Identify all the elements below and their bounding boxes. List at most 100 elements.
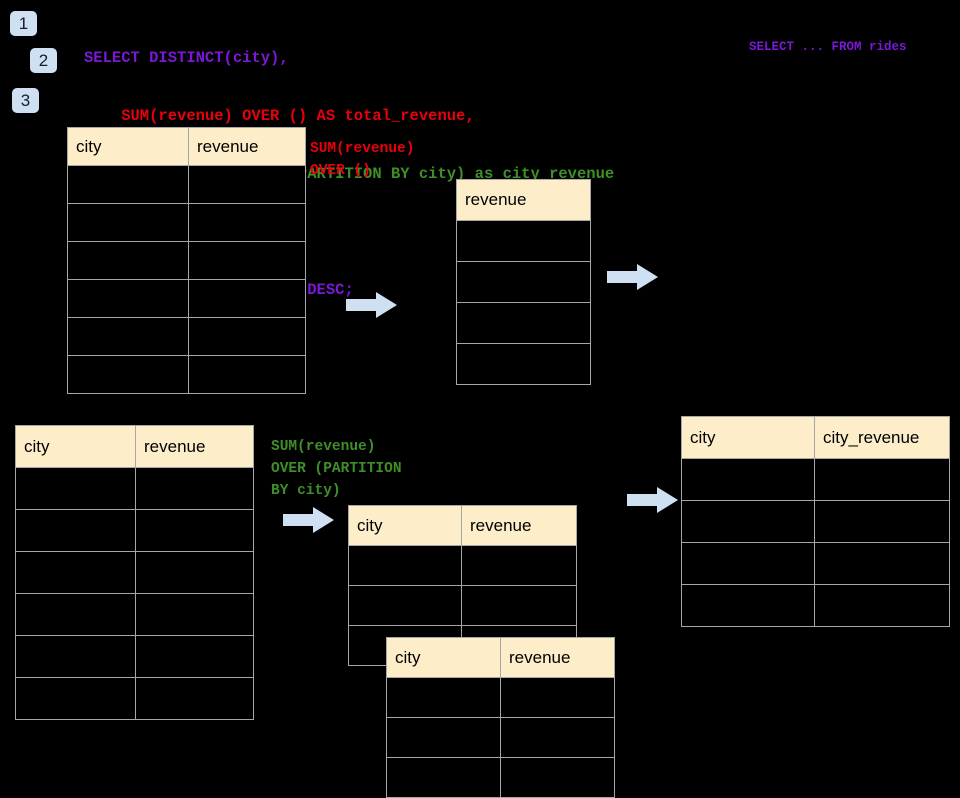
cell-revenue — [456, 220, 591, 262]
table-row — [386, 677, 615, 718]
cell-city — [348, 545, 462, 586]
partition-group-table-2: city revenue — [386, 637, 615, 798]
cell-revenue — [456, 261, 591, 303]
table-header-row: city city_revenue — [681, 416, 950, 459]
cell-city — [15, 509, 136, 552]
table-row — [348, 545, 577, 586]
cell-revenue — [188, 165, 306, 204]
table-row — [67, 355, 306, 394]
table-row — [681, 584, 950, 627]
cell-city — [386, 757, 501, 798]
sql-line-total-revenue: SUM(revenue) OVER () AS total_revenue, — [84, 107, 475, 125]
arrow-right-icon — [607, 264, 658, 290]
table-row — [15, 467, 254, 510]
cell-city — [15, 593, 136, 636]
cell-city — [15, 467, 136, 510]
cell-city — [67, 355, 189, 394]
cell-revenue — [188, 355, 306, 394]
column-header-city: city — [681, 416, 815, 459]
table-row — [456, 302, 591, 344]
arrow-right-icon — [283, 507, 334, 533]
column-header-city: city — [348, 505, 462, 546]
cell-city-revenue — [814, 542, 950, 585]
table-row — [15, 509, 254, 552]
cell-city — [348, 585, 462, 626]
table-header-row: city revenue — [67, 127, 306, 166]
table-row — [15, 593, 254, 636]
step-badge-2: 2 — [30, 48, 57, 73]
step-badge-3: 3 — [12, 88, 39, 113]
table-row — [456, 220, 591, 262]
cell-city — [386, 717, 501, 758]
table-row — [15, 677, 254, 720]
sql-line-select: SELECT DISTINCT(city), — [84, 49, 289, 67]
cell-revenue — [135, 509, 254, 552]
table-row — [67, 317, 306, 356]
column-header-revenue: revenue — [456, 179, 591, 221]
table-row — [456, 261, 591, 303]
table-row — [386, 757, 615, 798]
cell-city — [15, 677, 136, 720]
table-row — [15, 551, 254, 594]
table-row — [681, 542, 950, 585]
cell-city — [681, 584, 815, 627]
cell-city — [67, 317, 189, 356]
cell-revenue — [188, 317, 306, 356]
table-row — [67, 165, 306, 204]
cell-city-revenue — [814, 458, 950, 501]
column-header-revenue: revenue — [135, 425, 254, 468]
cell-city — [681, 458, 815, 501]
source-rides-table-2: city revenue — [15, 425, 254, 720]
total-revenue-table: revenue — [456, 179, 591, 385]
result-city-revenue-table: city city_revenue — [681, 416, 950, 627]
cell-revenue — [135, 635, 254, 678]
table-row — [348, 585, 577, 626]
table-header-row: city revenue — [386, 637, 615, 678]
cell-revenue — [135, 677, 254, 720]
cell-revenue — [188, 279, 306, 318]
cell-city — [681, 542, 815, 585]
table-row — [15, 635, 254, 678]
cell-city — [67, 203, 189, 242]
annotation-sum-over-partition: SUM(revenue) OVER (PARTITION BY city) — [271, 439, 402, 499]
cell-revenue — [135, 467, 254, 510]
table-row — [67, 241, 306, 280]
table-header-row: city revenue — [348, 505, 577, 546]
arrow-right-icon — [346, 292, 397, 318]
column-header-revenue: revenue — [188, 127, 306, 166]
cell-revenue — [135, 593, 254, 636]
cell-revenue — [461, 585, 577, 626]
cell-revenue — [188, 241, 306, 280]
cell-city-revenue — [814, 584, 950, 627]
cell-city — [67, 241, 189, 280]
table-row — [67, 279, 306, 318]
cell-revenue — [500, 677, 615, 718]
cell-city — [386, 677, 501, 718]
column-header-city: city — [386, 637, 501, 678]
arrow-right-icon — [627, 487, 678, 513]
table-header-row: revenue — [456, 179, 591, 221]
cell-revenue — [456, 302, 591, 344]
cell-city — [15, 635, 136, 678]
column-header-revenue: revenue — [500, 637, 615, 678]
column-header-city: city — [67, 127, 189, 166]
cell-city — [67, 165, 189, 204]
source-rides-table: city revenue — [67, 127, 306, 394]
partition-group-table-1: city revenue — [348, 505, 577, 666]
cell-revenue — [456, 343, 591, 385]
cell-revenue — [135, 551, 254, 594]
cell-city — [15, 551, 136, 594]
cell-city — [681, 500, 815, 543]
cell-city-revenue — [814, 500, 950, 543]
column-header-city-revenue: city_revenue — [814, 416, 950, 459]
table-row — [681, 500, 950, 543]
step-badge-1: 1 — [10, 11, 37, 36]
column-header-city: city — [15, 425, 136, 468]
diagram-canvas: 1 2 3 SELECT DISTINCT(city), SUM(revenue… — [10, 11, 950, 798]
column-header-revenue: revenue — [461, 505, 577, 546]
cell-revenue — [500, 757, 615, 798]
table-row — [386, 717, 615, 758]
cell-city — [67, 279, 189, 318]
cell-revenue — [188, 203, 306, 242]
table-row — [681, 458, 950, 501]
